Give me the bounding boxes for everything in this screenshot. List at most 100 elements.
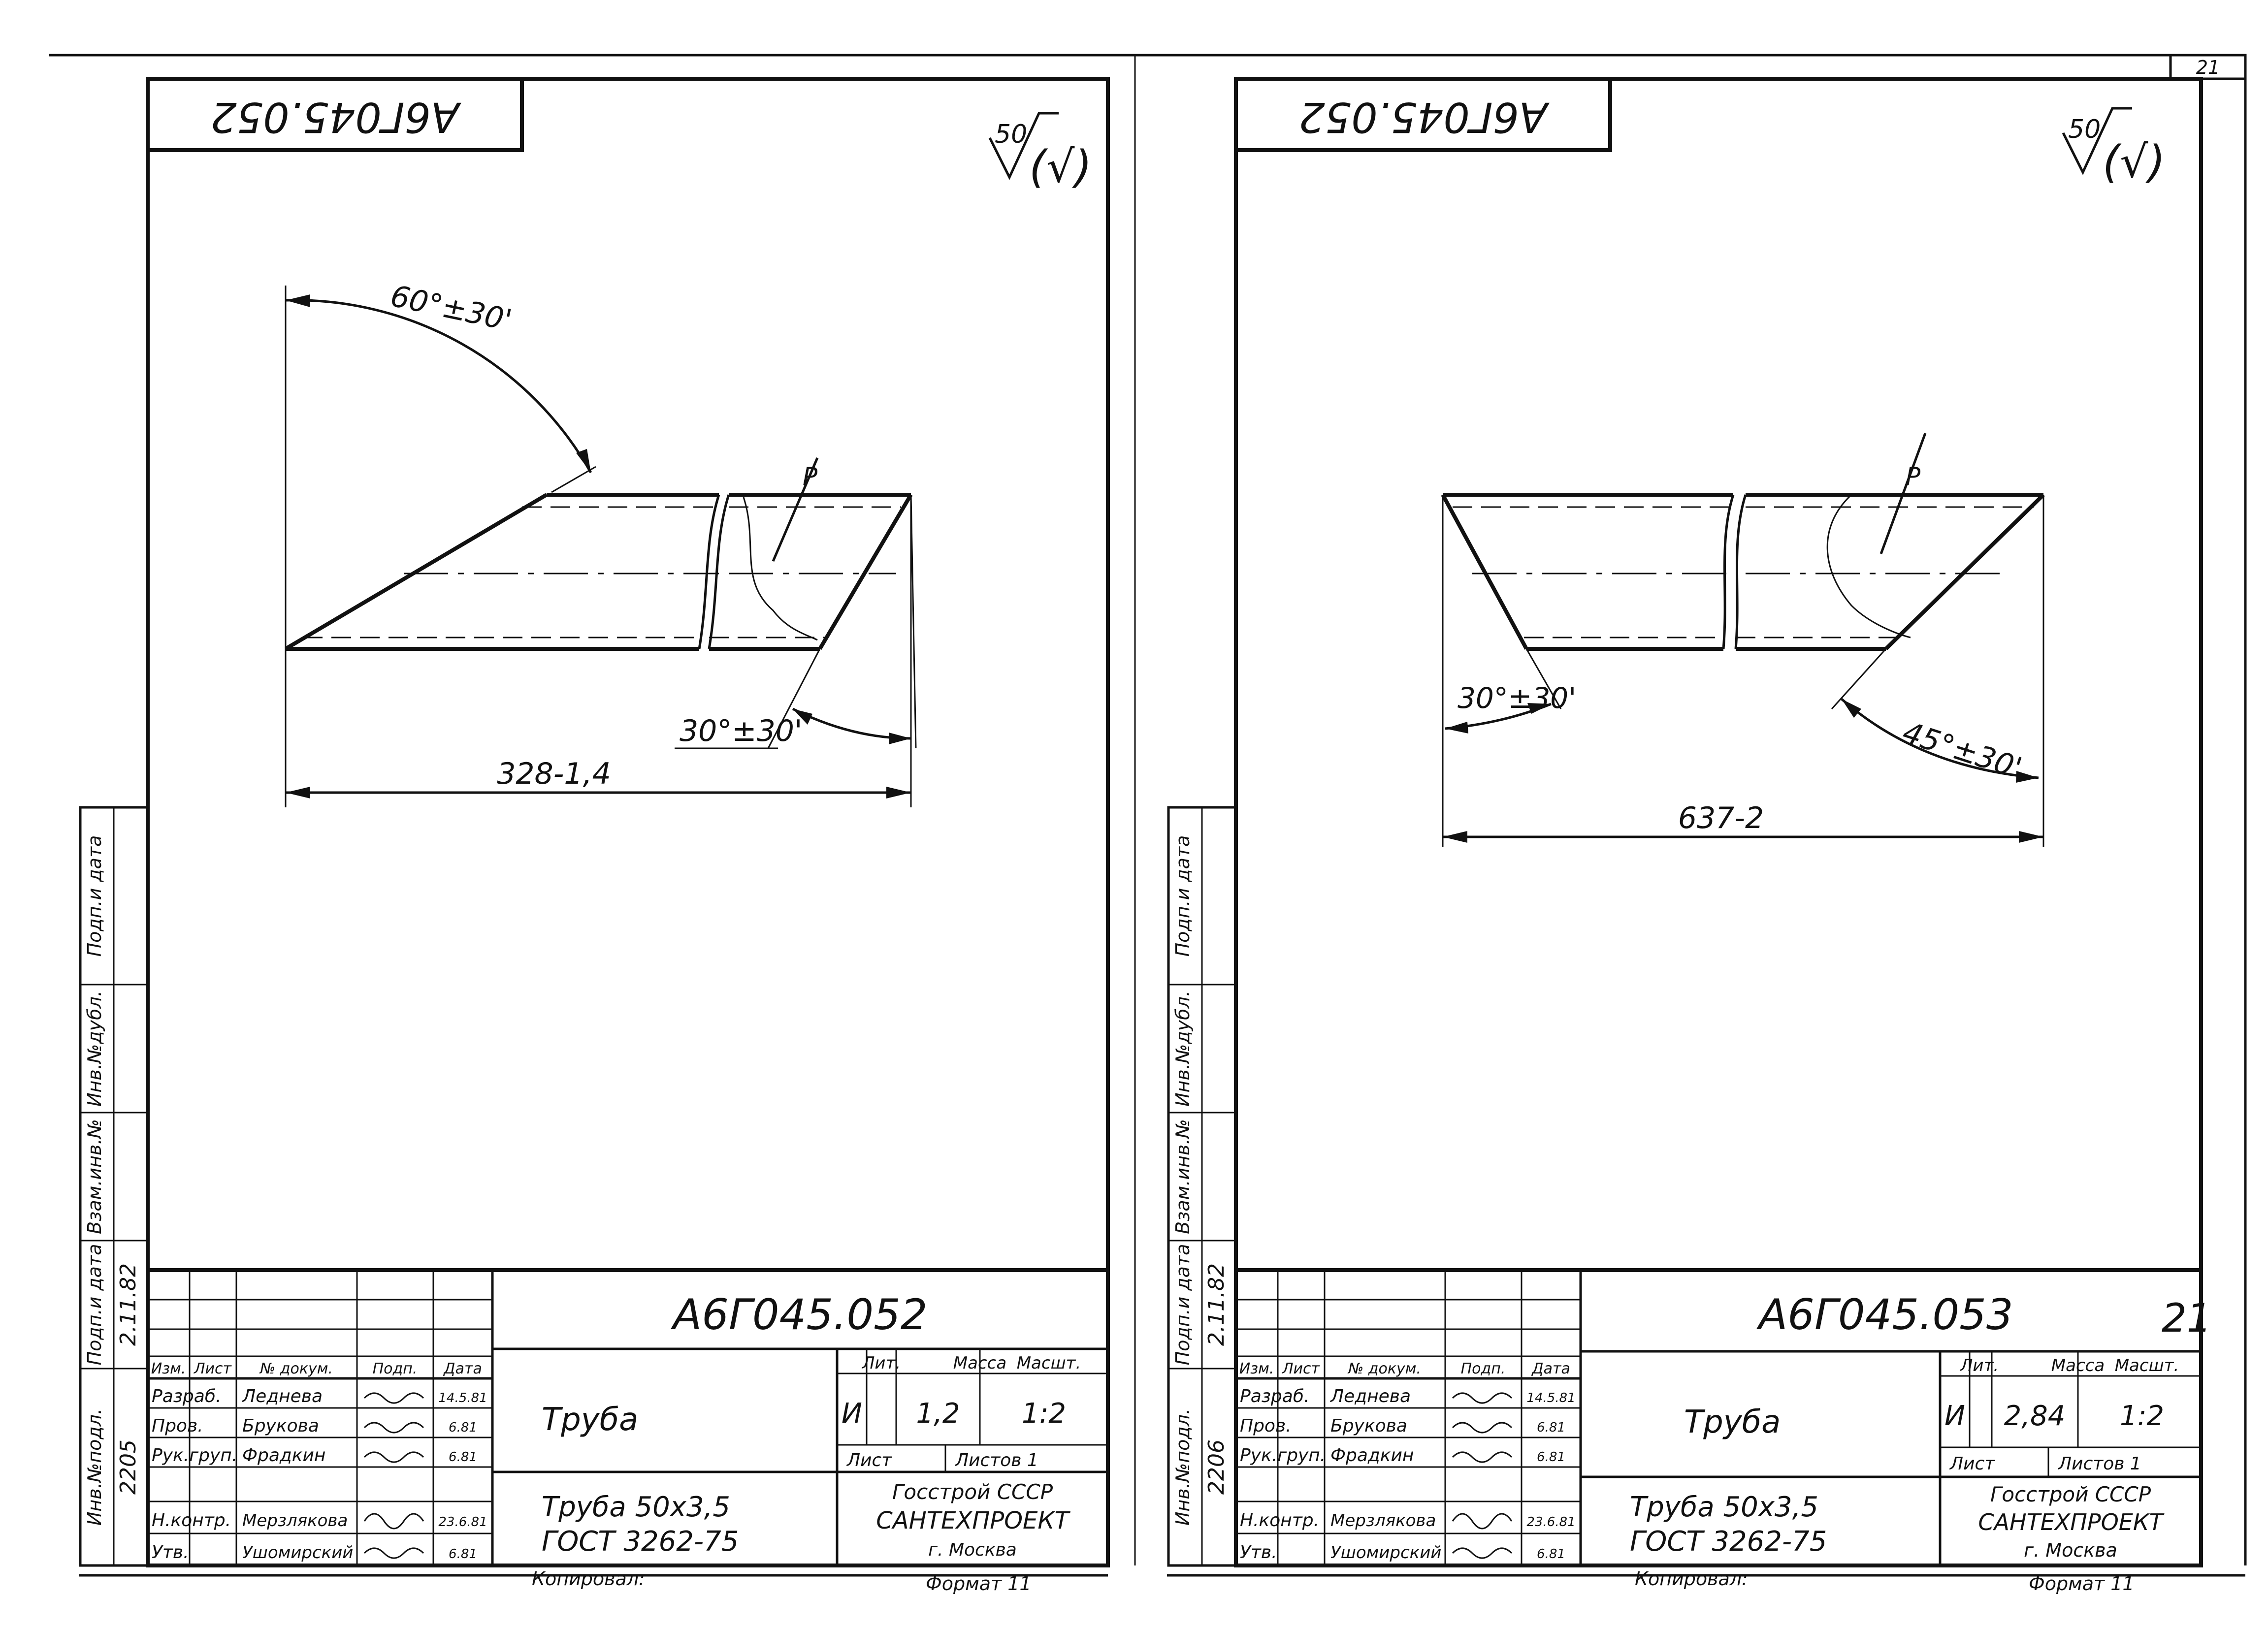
left-pipe-part xyxy=(284,493,913,651)
svg-text:Брукова: Брукова xyxy=(1330,1416,1407,1436)
svg-text:Масса: Масса xyxy=(953,1353,1006,1373)
svg-text:Леднева: Леднева xyxy=(1329,1386,1411,1406)
svg-text:Инв.№подл.: Инв.№подл. xyxy=(84,1408,105,1526)
svg-text:23.6.81: 23.6.81 xyxy=(1526,1515,1575,1530)
svg-text:328-1,4: 328-1,4 xyxy=(497,757,611,791)
left-angle-60-dimension: 60°±30' xyxy=(285,279,596,649)
svg-text:Труба 50х3,5: Труба 50х3,5 xyxy=(542,1491,730,1523)
svg-text:14.5.81: 14.5.81 xyxy=(438,1391,487,1405)
svg-text:45°±30': 45°±30' xyxy=(1898,715,2026,786)
svg-text:Подп.и дата: Подп.и дата xyxy=(1172,1244,1194,1366)
svg-text:Подп.: Подп. xyxy=(1461,1360,1506,1377)
right-stamp-box xyxy=(1234,77,1612,152)
svg-text:(√): (√) xyxy=(1029,141,1092,193)
left-roughness-symbol: 50 (√) xyxy=(988,112,1092,193)
right-part-name: Труба xyxy=(1684,1404,1781,1440)
signature-3 xyxy=(1452,1451,1513,1463)
svg-text:60°±30': 60°±30' xyxy=(388,279,515,338)
svg-text:Копировал:: Копировал: xyxy=(532,1568,645,1590)
svg-text:637-2: 637-2 xyxy=(1678,801,1764,835)
svg-text:ГОСТ 3262-75: ГОСТ 3262-75 xyxy=(542,1526,739,1558)
svg-text:Листов 1: Листов 1 xyxy=(2057,1454,2141,1474)
svg-text:Рук.груп.: Рук.груп. xyxy=(152,1445,237,1466)
svg-text:2206: 2206 xyxy=(1204,1439,1229,1495)
svg-text:Подп.и дата: Подп.и дата xyxy=(84,1244,105,1366)
svg-text:Лист: Лист xyxy=(1282,1360,1321,1377)
sheet-right: 21 А6Г045.052 50 (√) xyxy=(1134,54,2247,1595)
svg-text:Инв.№подл.: Инв.№подл. xyxy=(1172,1408,1194,1526)
signature-5 xyxy=(1452,1547,1513,1559)
page-number: 21 xyxy=(2196,57,2220,78)
svg-text:САНТЕХПРОЕКТ: САНТЕХПРОЕКТ xyxy=(1978,1509,2165,1535)
signature-1 xyxy=(1452,1392,1513,1404)
signature-4 xyxy=(1452,1513,1513,1530)
svg-text:Разраб.: Разраб. xyxy=(1240,1386,1309,1406)
svg-text:Н.контр.: Н.контр. xyxy=(152,1510,231,1531)
svg-text:ГОСТ 3262-75: ГОСТ 3262-75 xyxy=(1630,1526,1827,1558)
svg-text:Мерзлякова: Мерзлякова xyxy=(242,1511,348,1531)
svg-text:Утв.: Утв. xyxy=(152,1542,189,1563)
svg-text:№ докум.: № докум. xyxy=(1347,1360,1421,1377)
svg-text:Труба 50х3,5: Труба 50х3,5 xyxy=(1630,1491,1818,1523)
svg-text:Масса: Масса xyxy=(2051,1356,2105,1375)
left-side-strip: Подп.и дата Инв.№дубл. Взам.инв.№ Подп.и… xyxy=(79,806,149,1567)
svg-text:Госстрой СССР: Госстрой СССР xyxy=(1990,1482,2151,1506)
svg-text:Дата: Дата xyxy=(1531,1360,1570,1377)
left-title-block: Изм. Лист № докум. Подп. Дата Разраб. Пр… xyxy=(146,1268,1110,1567)
signature-4 xyxy=(363,1513,424,1530)
svg-text:Подп.: Подп. xyxy=(373,1360,418,1377)
svg-text:Ушомирский: Ушомирский xyxy=(242,1543,353,1563)
svg-text:Взам.инв.№: Взам.инв.№ xyxy=(84,1119,105,1234)
sheet-left: А6Г045.052 50 (√) xyxy=(79,77,1110,1595)
svg-text:Мерзлякова: Мерзлякова xyxy=(1330,1511,1436,1531)
left-stamp-box xyxy=(146,77,524,152)
svg-text:Ушомирский: Ушомирский xyxy=(1330,1543,1441,1563)
svg-text:Леднева: Леднева xyxy=(241,1386,323,1406)
svg-text:САНТЕХПРОЕКТ: САНТЕХПРОЕКТ xyxy=(876,1507,1070,1534)
svg-text:Разраб.: Разраб. xyxy=(152,1386,221,1406)
left-length-dimension: 328-1,4 xyxy=(285,495,912,807)
svg-text:Рук.груп.: Рук.груп. xyxy=(1240,1445,1326,1466)
svg-text:Лист: Лист xyxy=(194,1360,232,1377)
svg-text:6.81: 6.81 xyxy=(449,1420,477,1435)
svg-text:6.81: 6.81 xyxy=(1537,1450,1565,1465)
svg-text:Лит.: Лит. xyxy=(1959,1356,1999,1375)
svg-text:Изм.: Изм. xyxy=(151,1360,186,1377)
svg-text:Листов 1: Листов 1 xyxy=(954,1450,1038,1470)
svg-text:Взам.инв.№: Взам.инв.№ xyxy=(1172,1119,1194,1234)
svg-text:2,84: 2,84 xyxy=(2004,1400,2066,1432)
right-sheet-mark: 21 xyxy=(2162,1295,2212,1341)
svg-text:1:2: 1:2 xyxy=(2120,1400,2164,1432)
right-side-strip: Подп.и дата Инв.№дубл. Взам.инв.№ Подп.и… xyxy=(1167,806,1237,1567)
svg-text:Фрадкин: Фрадкин xyxy=(1330,1445,1414,1466)
svg-text:1,2: 1,2 xyxy=(916,1398,960,1430)
right-angle-45-dimension: 45°±30' xyxy=(1831,495,2044,788)
svg-text:Масшт.: Масшт. xyxy=(2115,1356,2179,1375)
left-part-name: Труба xyxy=(542,1402,638,1438)
svg-text:Масшт.: Масшт. xyxy=(1017,1353,1081,1373)
svg-text:6.81: 6.81 xyxy=(449,1450,477,1465)
svg-text:Изм.: Изм. xyxy=(1239,1360,1274,1377)
svg-text:6.81: 6.81 xyxy=(449,1547,477,1562)
page-number-box xyxy=(2169,54,2247,80)
svg-text:14.5.81: 14.5.81 xyxy=(1526,1391,1575,1405)
left-angle-30-dimension: 30°±30' xyxy=(675,494,917,749)
right-angle-30-dimension: 30°±30' xyxy=(1442,495,1576,738)
svg-text:Инв.№дубл.: Инв.№дубл. xyxy=(84,990,105,1107)
svg-text:И: И xyxy=(1944,1400,1965,1432)
svg-text:Р: Р xyxy=(803,462,818,491)
svg-text:Лист: Лист xyxy=(846,1450,892,1470)
signature-3 xyxy=(363,1451,424,1463)
svg-text:6.81: 6.81 xyxy=(1537,1547,1565,1562)
svg-text:1:2: 1:2 xyxy=(1022,1398,1066,1430)
right-stamp-code: А6Г045.052 xyxy=(1298,93,1550,141)
svg-text:Фрадкин: Фрадкин xyxy=(242,1445,325,1466)
svg-text:50: 50 xyxy=(995,120,1027,149)
svg-text:И: И xyxy=(842,1398,862,1430)
left-drawing-code: А6Г045.052 xyxy=(670,1290,927,1340)
svg-text:Подп.и дата: Подп.и дата xyxy=(1172,835,1194,957)
svg-text:23.6.81: 23.6.81 xyxy=(438,1515,487,1530)
svg-text:г. Москва: г. Москва xyxy=(928,1540,1017,1560)
signature-2 xyxy=(1452,1422,1513,1434)
